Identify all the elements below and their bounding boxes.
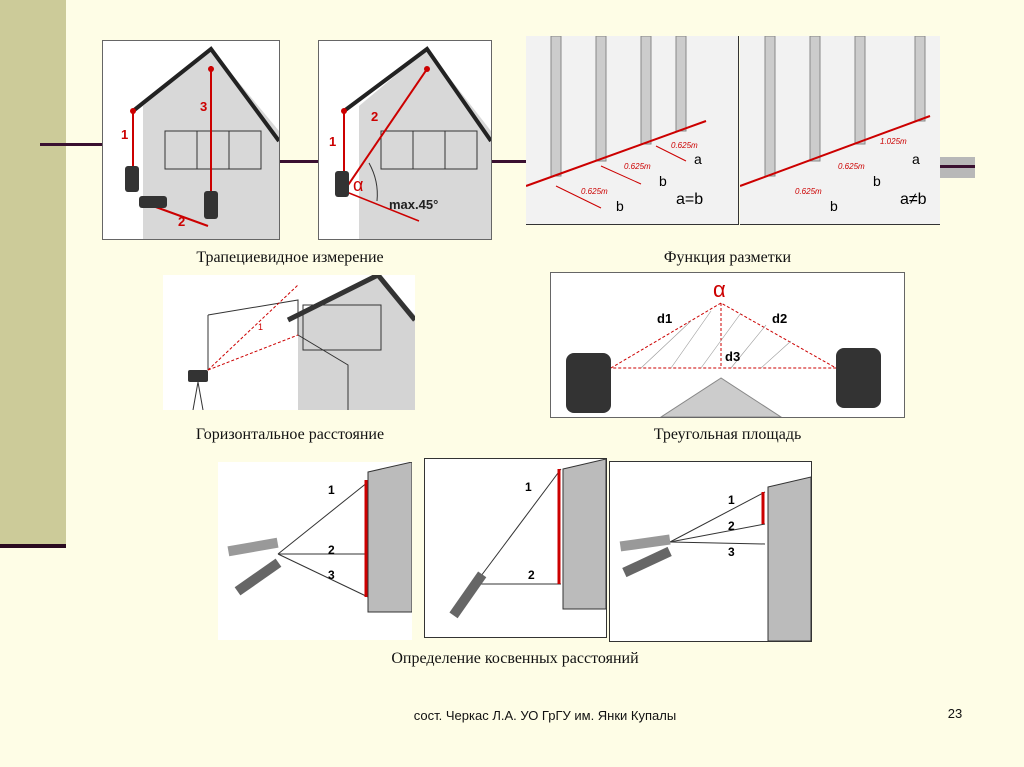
max-angle-label: max.45° xyxy=(389,197,438,212)
label-3: 3 xyxy=(200,99,207,114)
distance-label: 0.625m xyxy=(671,141,698,150)
distance-label: 1.025m xyxy=(880,137,907,146)
label-3: 3 xyxy=(328,568,335,582)
indirect-figure-c: 1 2 3 xyxy=(609,461,812,642)
footer-credit: сост. Черкас Л.А. УО ГрГУ им. Янки Купал… xyxy=(413,708,677,723)
b-label: b xyxy=(616,198,624,214)
label-2: 2 xyxy=(728,519,735,533)
d2-label: d2 xyxy=(772,311,787,326)
label-1: 1 xyxy=(525,480,532,494)
label-2: 2 xyxy=(528,568,535,582)
divider-line xyxy=(278,160,318,163)
indirect-figure-a: 1 2 3 xyxy=(218,462,412,640)
label-1: 1 xyxy=(121,127,128,142)
divider-line xyxy=(490,160,526,163)
caption-triangle: Треугольная площадь xyxy=(653,426,802,443)
marking-figure-unequal: 0.625m 0.625m 1.025m a b b a≠b xyxy=(740,36,940,225)
label-1: 1 xyxy=(329,134,336,149)
marking-figure-equal: 0.625m 0.625m 0.625m a b b a=b xyxy=(526,36,739,225)
triangle-figure: α d1 d2 d3 xyxy=(550,272,905,418)
relation-label: a≠b xyxy=(900,191,927,208)
b-label: b xyxy=(659,173,667,189)
distance-label: 0.625m xyxy=(624,162,651,171)
alpha-label: α xyxy=(353,175,363,195)
divider-line xyxy=(40,143,102,146)
trapezoid-figure-b: 1 2 α max.45° xyxy=(318,40,492,240)
caption-horizontal: Горизонтальное расстояние xyxy=(195,426,385,443)
page-number: 23 xyxy=(947,706,963,721)
label-1: 1 xyxy=(258,322,263,332)
label-3: 3 xyxy=(728,545,735,559)
d1-label: d1 xyxy=(657,311,672,326)
label-1: 1 xyxy=(328,483,335,497)
label-2: 2 xyxy=(371,109,378,124)
indirect-figure-b: 1 2 xyxy=(424,458,607,638)
caption-indirect: Определение косвенных расстояний xyxy=(391,650,639,667)
relation-label: a=b xyxy=(676,191,703,208)
trapezoid-figure-a: 1 2 3 xyxy=(102,40,280,240)
divider-line xyxy=(938,165,975,168)
sidebar-rule xyxy=(0,544,66,548)
d3-label: d3 xyxy=(725,349,740,364)
horizontal-figure: 1 xyxy=(163,275,415,410)
label-2: 2 xyxy=(328,543,335,557)
sidebar-band xyxy=(0,0,66,546)
distance-label: 0.625m xyxy=(581,187,608,196)
caption-trapezoid: Трапециевидное измерение xyxy=(196,249,384,266)
b-label: b xyxy=(830,198,838,214)
distance-label: 0.625m xyxy=(795,187,822,196)
label-2: 2 xyxy=(178,214,185,229)
a-label: a xyxy=(694,151,702,167)
label-1: 1 xyxy=(728,493,735,507)
alpha-label: α xyxy=(713,277,726,302)
b-label: b xyxy=(873,173,881,189)
a-label: a xyxy=(912,151,920,167)
distance-label: 0.625m xyxy=(838,162,865,171)
caption-marking: Функция разметки xyxy=(663,249,792,266)
